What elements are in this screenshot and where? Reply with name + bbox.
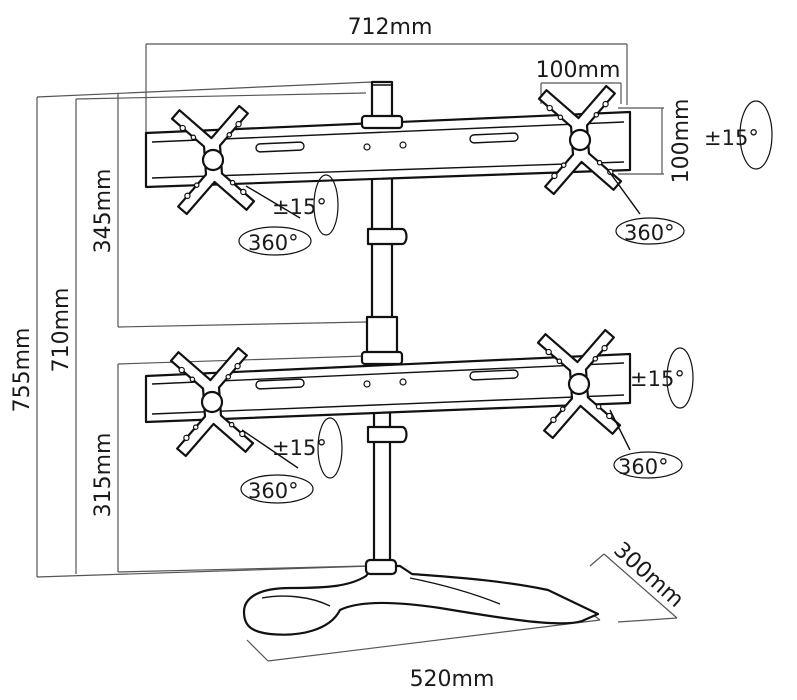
vesa-plate-bottom-left [169, 346, 255, 458]
base-depth-label: 300mm [608, 537, 688, 612]
rotation-labels: ±15° 360° ±15° 360° ±15° 360° ±15° 360° [248, 126, 759, 503]
vesa-plate-top-right [537, 84, 623, 196]
tilt-top-right-label: ±15° [704, 126, 759, 150]
upper-height-label: 345mm [91, 169, 116, 254]
swivel-bottom-right-label: 360° [618, 455, 669, 479]
rotation-indicators [238, 100, 773, 504]
swivel-top-right-label: 360° [624, 221, 675, 245]
upper-crossbar [144, 110, 632, 189]
base-width-label: 520mm [410, 667, 495, 692]
vesa-plate-bottom-right [536, 328, 622, 440]
swivel-top-left-label: 360° [248, 231, 299, 255]
overall-width-label: 712mm [348, 15, 433, 40]
mid-height-label: 710mm [49, 288, 74, 373]
vesa-width-label: 100mm [536, 58, 621, 83]
lower-crossbar [144, 350, 632, 424]
total-height-label: 755mm [10, 328, 35, 413]
lower-height-label: 315mm [91, 433, 116, 518]
tilt-bottom-left-label: ±15° [272, 436, 327, 460]
stand-base [242, 564, 600, 636]
swivel-bottom-left-label: 360° [248, 479, 299, 503]
tilt-top-left-label: ±15° [272, 195, 327, 219]
vesa-height-label: 100mm [669, 99, 694, 184]
vesa-plate-top-left [170, 104, 256, 216]
tilt-bottom-right-label: ±15° [630, 367, 685, 391]
